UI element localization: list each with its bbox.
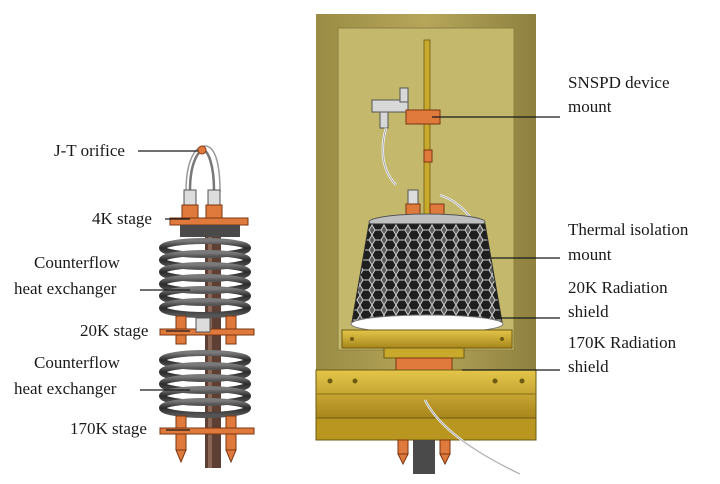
label-rad20-line1: 20K Radiation (568, 278, 668, 297)
label-counterflow-1-line2: heat exchanger (14, 279, 117, 298)
label-rad170-line2: shield (568, 357, 609, 376)
label-counterflow-1-line1: Counterflow (34, 253, 120, 272)
label-170k-stage: 170K stage (70, 419, 147, 438)
label-thermal-line1: Thermal isolation (568, 220, 689, 239)
jt-orifice-part (197, 145, 207, 155)
label-counterflow-2-line1: Counterflow (34, 353, 120, 372)
label-snspd-line1: SNSPD device (568, 73, 670, 92)
label-rad20-line2: shield (568, 302, 609, 321)
thermal-isolation-cone (351, 223, 503, 323)
label-thermal-line2: mount (568, 245, 612, 264)
label-20k-stage: 20K stage (80, 321, 149, 340)
label-counterflow-2-line2: heat exchanger (14, 379, 117, 398)
label-4k-stage: 4K stage (92, 209, 152, 228)
right-shield-assembly (315, 14, 537, 476)
label-snspd-line2: mount (568, 97, 612, 116)
label-jt-orifice: J-T orifice (54, 141, 125, 160)
left-cryostage-assembly (159, 145, 255, 468)
stage-170k-plate (159, 427, 255, 435)
label-rad170-line1: 170K Radiation (568, 333, 677, 352)
lower-counterflow-coil (159, 350, 251, 418)
left-leader-lines (138, 150, 198, 431)
upper-counterflow-coil (159, 238, 251, 318)
gold-base-plate (341, 329, 513, 349)
right-leader-lines (432, 116, 560, 371)
